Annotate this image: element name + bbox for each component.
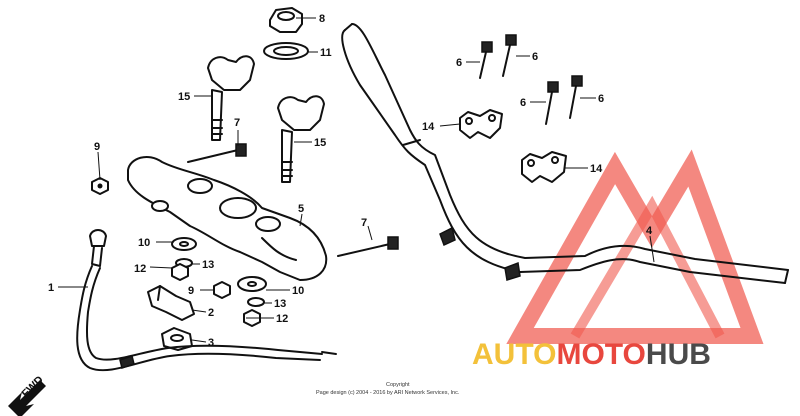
watermark-hub: HUB	[646, 338, 711, 371]
upper-holder-front	[521, 151, 567, 183]
nut-left-12	[171, 263, 189, 281]
callout-12-left: 12	[134, 263, 146, 275]
callout-5: 5	[298, 203, 304, 215]
nut-upper	[91, 177, 109, 195]
callout-14-rear: 14	[422, 121, 435, 133]
choke-cable	[76, 229, 337, 372]
callout-6-b: 6	[532, 51, 538, 63]
callout-10-right: 10	[292, 285, 304, 297]
washer-left	[171, 237, 197, 251]
holder-bolt-4	[569, 75, 583, 119]
callout-15-left: 15	[178, 91, 190, 103]
copyright: Copyright Page design (c) 2004 - 2016 by…	[316, 382, 460, 396]
callout-13-right: 13	[274, 298, 286, 310]
callout-10-left: 10	[138, 237, 150, 249]
watermark-moto: MOTO	[556, 338, 645, 371]
callout-14-front: 14	[590, 163, 603, 175]
callout-6-c: 6	[520, 97, 526, 109]
copyright-line1: Copyright	[386, 382, 410, 388]
callout-12-right: 12	[276, 313, 288, 325]
nut-right-9	[213, 281, 231, 299]
svg-text:AUTOMOTOHUB: AUTOMOTOHUB	[472, 338, 711, 371]
forward-arrow-icon: FWD	[8, 374, 46, 416]
callout-2: 2	[208, 307, 214, 319]
pinch-bolt-upper	[187, 143, 247, 163]
callout-7-upper: 7	[234, 117, 240, 129]
washer	[263, 42, 309, 60]
nut-right-13	[247, 297, 265, 307]
fork-top-bridge	[127, 155, 328, 281]
callout-11: 11	[320, 47, 332, 59]
lever-bracket	[147, 285, 195, 321]
callouts: 8 11 15 15 7 7 9 9 5 10 10 12 12 13 13 1…	[48, 13, 653, 349]
handlebar-post-left	[207, 55, 255, 141]
holder-bolt-3	[545, 81, 559, 125]
pinch-bolt-lower	[337, 236, 399, 257]
callout-13-left: 13	[202, 259, 214, 271]
cap-nut	[269, 7, 303, 33]
watermark-auto: AUTO	[472, 338, 556, 371]
callout-9-lower: 9	[188, 285, 194, 297]
callout-3: 3	[208, 337, 214, 349]
watermark-logo	[506, 149, 764, 344]
watermark-wordmark: AUTOMOTOHUB	[472, 338, 711, 371]
callout-8: 8	[319, 13, 325, 25]
callout-6-a: 6	[456, 57, 462, 69]
upper-holder-rear	[459, 109, 503, 139]
callout-7-lower: 7	[361, 217, 367, 229]
copyright-line2: Page design (c) 2004 - 2016 by ARI Netwo…	[316, 390, 460, 396]
handlebar	[341, 23, 789, 284]
callout-4: 4	[646, 225, 653, 237]
callout-15-right: 15	[314, 137, 326, 149]
washer-right	[237, 276, 267, 292]
callout-1: 1	[48, 282, 54, 294]
handlebar-post-right	[277, 95, 325, 183]
callout-6-d: 6	[598, 93, 604, 105]
callout-9-upper: 9	[94, 141, 100, 153]
holder-bolt-1	[479, 41, 493, 79]
holder-bolt-2	[502, 34, 517, 77]
leader-lines	[58, 17, 655, 343]
